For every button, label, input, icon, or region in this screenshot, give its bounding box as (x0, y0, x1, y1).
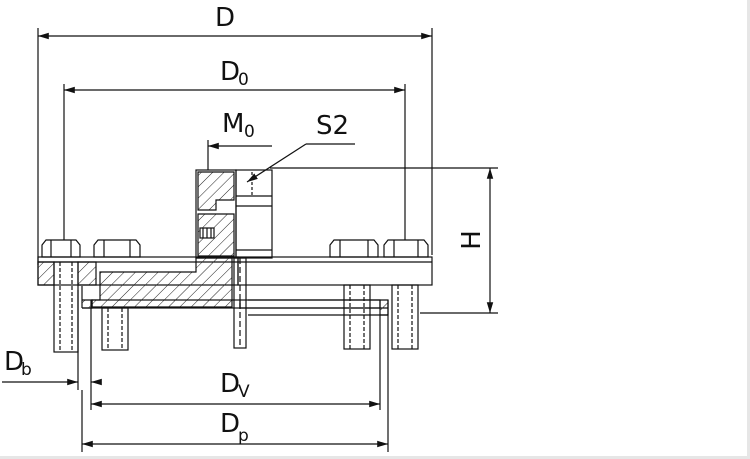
dimension-dp (81, 300, 389, 452)
label-s2-main: S2 (316, 111, 349, 141)
label-dp-main: D (220, 409, 240, 439)
label-h: H (457, 230, 487, 250)
dimension-d0 (63, 84, 406, 240)
label-m0-main: M (222, 109, 244, 139)
bolt-right-outer (383, 239, 429, 350)
label-db-sub: b (21, 360, 32, 380)
label-d: D (215, 3, 235, 33)
label-m0: M 0 (222, 109, 255, 142)
dimension-m0 (207, 140, 272, 170)
label-dp: D p (220, 409, 249, 446)
dimension-d (37, 28, 433, 265)
label-d0: D 0 (220, 57, 249, 90)
dimension-dv (90, 300, 381, 410)
label-dv-main: D (220, 369, 240, 399)
label-db: D b (4, 347, 32, 380)
label-dv-sub: V (238, 382, 250, 402)
label-d0-main: D (220, 57, 240, 87)
label-d-main: D (215, 3, 235, 33)
dimension-h (270, 167, 498, 314)
label-d0-sub: 0 (238, 70, 249, 90)
bolt-left-outer (37, 239, 97, 353)
bolt-right-inner (329, 239, 379, 350)
label-dp-sub: p (238, 426, 249, 446)
label-dv: D V (220, 369, 250, 402)
s2-leader (246, 143, 355, 183)
bolt-left-inner (93, 239, 141, 351)
label-db-main: D (4, 347, 24, 377)
flange-plate (37, 256, 433, 316)
label-h-main: H (457, 230, 487, 250)
hub-nut (195, 169, 273, 349)
label-s2: S2 (316, 111, 349, 141)
label-m0-sub: 0 (244, 122, 255, 142)
